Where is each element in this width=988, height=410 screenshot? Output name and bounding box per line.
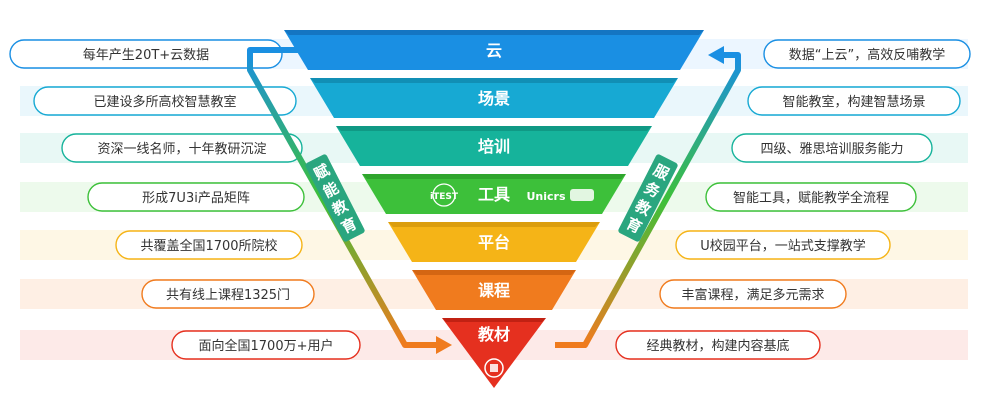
right-pill-4 — [675, 230, 891, 260]
right-item-4: U校园平台，一站式支撑教学 — [675, 230, 891, 260]
left-pill-text-5: 共有线上课程1325门 — [166, 288, 290, 303]
layer-shape-5 — [412, 270, 576, 310]
left-descriptions: 每年产生20T+云数据已建设多所高校智慧教室资深一线名师，十年教研沉淀形成7U3… — [9, 39, 361, 360]
left-pill-text-3: 形成7U3i产品矩阵 — [142, 191, 250, 206]
layer-label-6: 教材 — [478, 325, 510, 344]
right-pill-5 — [659, 279, 847, 309]
left-cycle-arrow — [247, 47, 440, 348]
left-item-4: 共覆盖全国1700所院校 — [115, 230, 303, 260]
left-pill-text-2: 资深一线名师，十年教研沉淀 — [97, 141, 266, 157]
left-pill-6 — [171, 330, 361, 360]
layer-label-1: 场景 — [478, 89, 510, 108]
left-pill-1 — [33, 86, 297, 116]
left-pill-text-0: 每年产生20T+云数据 — [83, 47, 209, 63]
left-item-6: 面向全国1700万+用户 — [171, 330, 361, 360]
right-cycle-arrow — [555, 52, 741, 348]
seal-icon — [484, 358, 504, 378]
unicrs-logo-text: Unicrs — [526, 190, 565, 203]
left-pill-text-4: 共覆盖全国1700所院校 — [140, 238, 277, 254]
tool-logos: iTEST Unicrs — [430, 183, 594, 207]
right-pill-text-2: 四级、雅思培训服务能力 — [760, 141, 903, 157]
layer-label-0: 云 — [486, 41, 502, 60]
left-item-1: 已建设多所高校智慧教室 — [33, 86, 297, 116]
layer-shape-0 — [284, 30, 704, 70]
right-pill-text-3: 智能工具，赋能教学全流程 — [733, 190, 889, 206]
right-arrowhead-icon — [708, 46, 724, 64]
left-item-2: 资深一线名师，十年教研沉淀 — [61, 133, 303, 163]
right-item-1: 智能教室，构建智慧场景 — [747, 86, 961, 116]
right-item-2: 四级、雅思培训服务能力 — [731, 133, 933, 163]
layer-3: 工具 iTEST Unicrs — [362, 174, 626, 214]
left-item-5: 共有线上课程1325门 — [141, 279, 315, 309]
left-arrow-label-char-3: 育 — [338, 214, 360, 237]
left-arrowhead-icon — [436, 336, 452, 354]
layer-label-4: 平台 — [478, 233, 510, 252]
left-arrow-label-char-0: 赋 — [311, 161, 333, 184]
right-pill-text-5: 丰富课程，满足多元需求 — [681, 287, 824, 303]
layer-shape-4 — [388, 222, 600, 262]
right-pill-2 — [731, 133, 933, 163]
left-pill-text-6: 面向全国1700万+用户 — [199, 338, 334, 354]
left-item-0: 每年产生20T+云数据 — [9, 39, 283, 69]
layer-shape-2 — [336, 126, 652, 166]
left-pill-4 — [115, 230, 303, 260]
right-descriptions: 数据“上云”，高效反哺教学智能教室，构建智慧场景四级、雅思培训服务能力智能工具，… — [615, 39, 971, 360]
left-arrow-label-char-1: 能 — [320, 179, 342, 202]
right-pill-text-1: 智能教室，构建智慧场景 — [782, 94, 925, 110]
left-item-3: 形成7U3i产品矩阵 — [87, 182, 305, 212]
layer-label-5: 课程 — [478, 281, 510, 300]
itest-logo-icon — [432, 183, 456, 207]
layer-2: 培训 — [336, 126, 652, 166]
left-pill-5 — [141, 279, 315, 309]
left-pill-2 — [61, 133, 303, 163]
layer-label-3: 工具 — [478, 185, 510, 204]
right-pill-0 — [763, 39, 971, 69]
layer-label-2: 培训 — [478, 137, 510, 156]
right-pill-6 — [615, 330, 821, 360]
left-pill-0 — [9, 39, 283, 69]
right-arrow-label-char-3: 育 — [623, 214, 645, 237]
itest-logo-text: iTEST — [430, 192, 459, 202]
layer-6: 教材 — [442, 318, 546, 388]
layer-shape-3 — [362, 174, 626, 214]
layer-1: 场景 — [310, 78, 678, 118]
layer-0: 云 — [284, 30, 704, 70]
layer-shape-6 — [442, 318, 546, 388]
layer-4: 平台 — [388, 222, 600, 262]
left-pill-text-1: 已建设多所高校智慧教室 — [93, 94, 236, 110]
right-pill-text-4: U校园平台，一站式支撑教学 — [700, 238, 866, 254]
layer-shape-1 — [310, 78, 678, 118]
right-item-6: 经典教材，构建内容基底 — [615, 330, 821, 360]
right-pill-1 — [747, 86, 961, 116]
right-pill-text-6: 经典教材，构建内容基底 — [646, 338, 789, 354]
right-item-5: 丰富课程，满足多元需求 — [659, 279, 847, 309]
layer-5: 课程 — [412, 270, 576, 310]
right-pill-3 — [705, 182, 917, 212]
unicrs-badge-icon — [570, 189, 594, 201]
right-item-3: 智能工具，赋能教学全流程 — [705, 182, 917, 212]
right-pill-text-0: 数据“上云”，高效反哺教学 — [789, 47, 945, 63]
right-item-0: 数据“上云”，高效反哺教学 — [763, 39, 971, 69]
left-pill-3 — [87, 182, 305, 212]
